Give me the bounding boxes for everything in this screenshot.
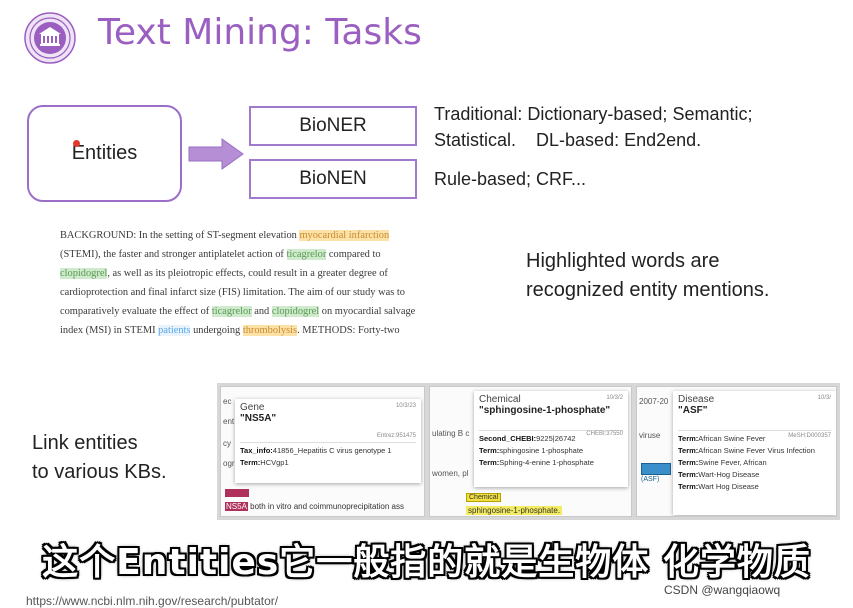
abstract-text: BACKGROUND: In the setting of ST-segment… [60,226,460,340]
entity-type: Gene [240,402,265,413]
bioner-desc-line: Traditional: Dictionary-based; Semantic; [434,104,753,124]
popup-date: 10/3/23 [395,403,416,409]
bioner-desc-line: Statistical. DL-based: End2end. [434,130,702,150]
highlight-note: Highlighted words are recognized entity … [526,247,769,305]
entity-term: "NS5A" [240,413,277,424]
abstract-line: comparatively evaluate the effect of tic… [60,302,460,321]
abstract-text-run: undergoing [190,325,243,336]
entities-label: Entities [71,142,138,164]
entity-attr-line: Term:sphingosine 1-phosphate [479,446,584,455]
abstract-text-run: BACKGROUND: In the setting of ST-segment… [60,230,300,241]
entity-attr-line: Term:Wart-Hog Disease [678,470,760,479]
entity-mention: clopidogrel [271,306,320,317]
bg-fragment: ent [223,417,235,426]
abstract-line: (STEMI), the faster and stronger antipla… [60,245,460,264]
bg-fragment: ec [223,397,232,406]
bg-fragment: ogra [223,459,240,468]
bionen-description: Rule-based; CRF... [434,166,586,192]
kb-screenshot-strip: ec ent cy ogra 10/3/23 Gene "NS5A" Entre… [217,383,840,520]
abstract-text-run: , as well as its pleiotropic effects, co… [107,268,388,279]
bionen-desc-line: Rule-based; CRF... [434,169,587,189]
bg-fragment: cy [223,439,231,448]
entity-popup: 10/3/2 Chemical "sphingosine-1-phosphate… [474,391,628,487]
abstract-line: index (MSI) in STEMI patients undergoing… [60,321,460,340]
highlight-note-line: Highlighted words are [526,250,720,272]
abstract-text-run: compared to [326,249,381,260]
abstract-text-run: (STEMI), the faster and stronger antipla… [60,249,287,260]
entity-attr-line: Term:Sphing-4-enine 1-phosphate [479,458,594,467]
link-note-line: to various KBs. [32,461,167,483]
footer-line: (ASF) [641,476,660,483]
entity-attr-line: Term:HCVgp1 [240,458,289,467]
entity-type: Disease [678,394,715,405]
footer-line: sphingosine-1-phosphate. [466,506,563,515]
laser-pointer-dot [73,140,80,147]
csdn-watermark: CSDN @wangqiaowq [664,583,781,597]
disease-tag [641,463,671,475]
gene-screenshot: ec ent cy ogra 10/3/23 Gene "NS5A" Entre… [220,386,425,517]
footer-line: NS5A both in vitro and coimmunoprecipita… [225,502,404,511]
chemical-screenshot: ulating B c women, pl 10/3/2 Chemical "s… [429,386,632,517]
entity-mention: thrombolysis [242,325,298,336]
entity-mention: clopidogrel [60,268,108,279]
entity-mention: patients [158,325,191,336]
abstract-line: clopidogrel, as well as its pleiotropic … [60,264,460,283]
bg-fragment: women, pl [432,469,469,478]
right-arrow-icon [188,138,244,170]
entity-attr-line: Term:African Swine Fever [678,434,766,443]
popup-date: 10/3/ [817,395,831,401]
highlight-note-line: recognized entity mentions. [526,279,770,301]
abstract-text-run: cardioprotection and final infarct size … [60,287,405,298]
abstract-text-run: on myocardial salvage [319,306,416,317]
entity-type: Chemical [479,394,521,405]
abstract-text-run: and [251,306,272,317]
entity-term: "ASF" [678,405,708,416]
bg-fragment: ulating B c [432,429,470,438]
abstract-line: BACKGROUND: In the setting of ST-segment… [60,226,460,245]
abstract-text-run: . METHODS: Forty-two [297,325,400,336]
entity-attr-line: Term:Swine Fever, African [678,458,767,467]
video-subtitle: 这个Entities它一般指的就是生物体 化学物质 [42,542,811,583]
slide-title: Text Mining: Tasks [98,12,422,53]
entity-id: MeSH:D000357 [788,433,831,439]
bioner-box: BioNER [249,106,417,146]
entity-popup: 10/3/23 Gene "NS5A" Entrez:951475 Tax_in… [235,399,421,483]
entity-attr-line: Tax_info:41856_Hepatitis C virus genotyp… [240,446,392,455]
entity-term: "sphingosine-1-phosphate" [479,405,611,416]
entity-mention: ticagrelor [286,249,327,260]
source-url-link[interactable]: https://www.ncbi.nlm.nih.gov/research/pu… [26,594,279,608]
chemical-tag: Chemical [466,493,502,502]
entity-attr-line: Second_CHEBI:9225|26742 [479,434,576,443]
popup-date: 10/3/2 [606,395,623,401]
bg-fragment: viruse [639,431,661,440]
link-entities-note: Link entities to various KBs. [32,429,167,487]
highlight-chip [225,489,249,497]
entity-id: CHEBI:37550 [586,431,623,437]
disease-screenshot: 2007-20 viruse 10/3/ Disease "ASF" MeSH:… [636,386,837,517]
bioner-label: BioNER [299,115,367,136]
bionen-box: BioNEN [249,159,417,199]
bionen-label: BioNEN [299,168,367,189]
abstract-line: cardioprotection and final infarct size … [60,283,460,302]
entity-mention: myocardial infarction [299,230,390,241]
entity-attr-line: Term:Wart Hog Disease [678,482,759,491]
abstract-text-run: comparatively evaluate the effect of [60,306,212,317]
bioner-description: Traditional: Dictionary-based; Semantic;… [434,101,752,153]
entity-attr-line: Term:African Swine Fever Virus Infection [678,446,815,455]
entity-popup: 10/3/ Disease "ASF" MeSH:D000357 Term:Af… [673,391,836,515]
link-note-line: Link entities [32,432,138,454]
university-seal-icon [24,12,76,64]
entity-id: Entrez:951475 [376,433,416,439]
entity-mention: ticagrelor [211,306,252,317]
entities-box: Entities [27,105,182,202]
bg-fragment: 2007-20 [639,397,669,406]
abstract-text-run: index (MSI) in STEMI [60,325,159,336]
